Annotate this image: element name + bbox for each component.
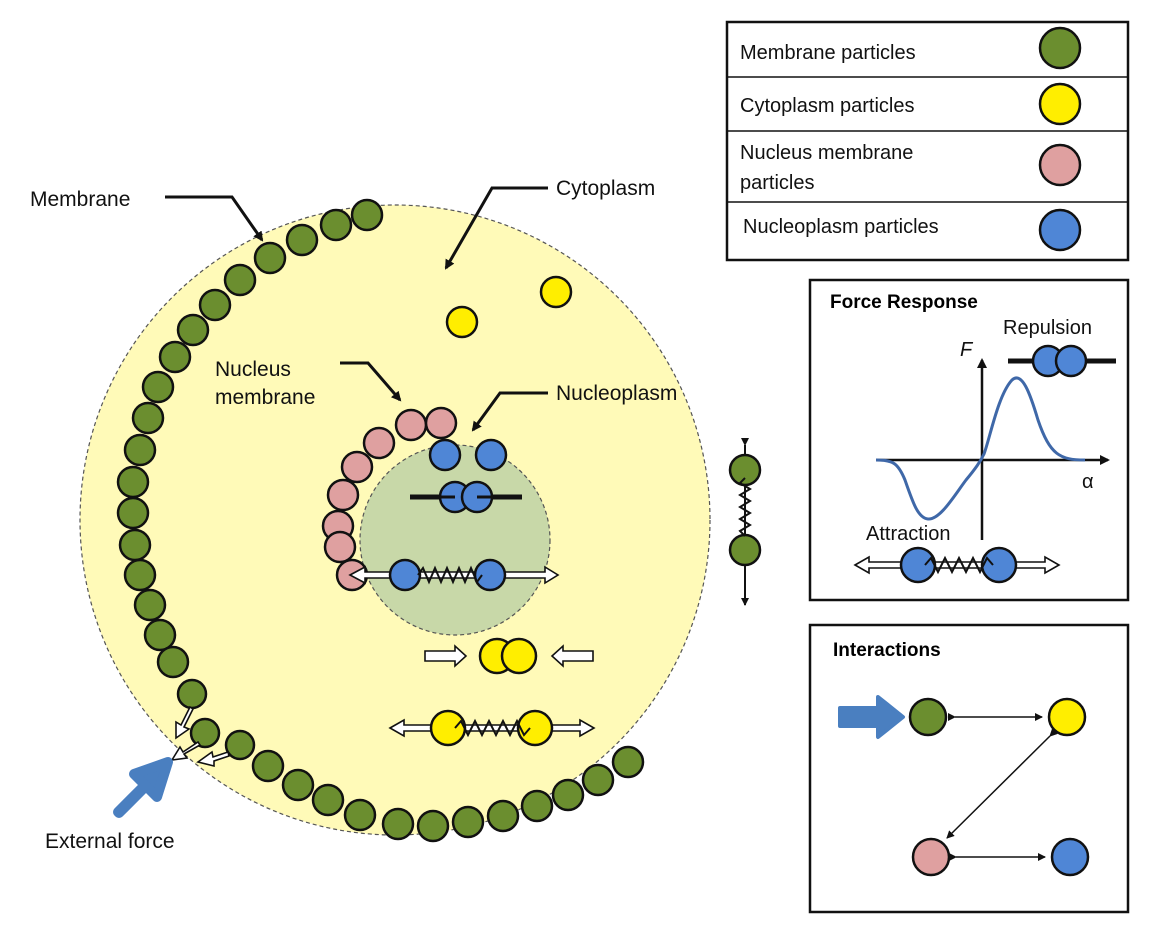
hollow-arrow-icon [175, 705, 195, 740]
input-force-arrow-icon [838, 695, 905, 739]
membrane-particle [131, 401, 165, 435]
cytoplasm-label: Cytoplasm [556, 177, 655, 200]
legend-item-nucleus-membrane-line2: particles [740, 172, 814, 194]
nucleoplasm-label: Nucleoplasm [556, 382, 677, 405]
membrane-particles [116, 198, 645, 843]
membrane-particle [123, 433, 157, 467]
membrane-particle [198, 288, 232, 322]
membrane-particle [156, 645, 190, 679]
membrane-spring-pair [728, 438, 762, 606]
membrane-particle-displaced [189, 717, 221, 749]
membrane-particle [486, 799, 520, 833]
membrane-particle-displaced [176, 678, 208, 710]
membrane-particle [285, 223, 319, 257]
membrane-particle [311, 783, 345, 817]
legend-swatch-nucleus-membrane [1038, 143, 1082, 187]
membrane-particle [581, 763, 615, 797]
membrane-particle [451, 805, 485, 839]
cytoplasm-spring-pair [388, 709, 596, 747]
nucleoplasm-pointer-arrow [471, 391, 548, 432]
membrane-particle [123, 558, 157, 592]
repulsion-pair-icon [1008, 344, 1116, 378]
x-axis-label: α [1082, 471, 1094, 493]
interaction-node-membrane [908, 697, 948, 737]
interaction-node-cytoplasm [1047, 697, 1087, 737]
nucleoplasm-repulsion-pair [410, 480, 522, 514]
membrane-particle-displaced [224, 729, 256, 761]
membrane-particle [143, 618, 177, 652]
cytoplasm-repulsion-pair [424, 637, 594, 675]
membrane-particle [381, 807, 415, 841]
attraction-pair-icon [853, 546, 1061, 584]
membrane-particle [223, 263, 257, 297]
interactions-title: Interactions [833, 640, 941, 661]
membrane-particle [350, 198, 384, 232]
membrane-particle [253, 241, 287, 275]
nucleus-membrane-pointer-arrow [340, 361, 402, 402]
cytoplasm-particle [445, 305, 479, 339]
membrane-particle [343, 798, 377, 832]
legend-item-nucleoplasm: Nucleoplasm particles [743, 216, 939, 238]
nucleus-membrane-particles [321, 406, 458, 564]
cytoplasm-pointer-arrow [444, 186, 548, 270]
repulsion-label: Repulsion [1003, 317, 1092, 339]
nucleus-body [359, 444, 551, 636]
membrane-particle [176, 313, 210, 347]
nucleoplasm-particle [474, 438, 508, 472]
legend-item-cytoplasm: Cytoplasm particles [740, 95, 915, 117]
membrane-pointer-arrow [165, 195, 264, 242]
hollow-arrow-icon [196, 750, 230, 768]
nucleus-spring-pair [335, 558, 560, 592]
hollow-arrow-icon [170, 740, 202, 762]
membrane-particle [116, 496, 150, 530]
membrane-particle [133, 588, 167, 622]
membrane-particle [416, 809, 450, 843]
legend: Membrane particles Cytoplasm particles N… [725, 20, 1130, 262]
legend-item-nucleus-membrane-line1: Nucleus membrane [740, 142, 913, 164]
cytoplasm-particle [539, 275, 573, 309]
legend-item-membrane: Membrane particles [740, 42, 916, 64]
interactions-panel: Interactions [808, 623, 1130, 914]
membrane-particle [158, 340, 192, 374]
external-force-label: External force [45, 830, 175, 853]
membrane-particle [116, 465, 150, 499]
displaced-membrane-particles [170, 678, 256, 768]
membrane-particle [141, 370, 175, 404]
membrane-particle [551, 778, 585, 812]
nucleus-membrane-label-line2: membrane [215, 386, 315, 409]
membrane-particle [319, 208, 353, 242]
membrane-particle [281, 768, 315, 802]
legend-swatch-membrane [1038, 26, 1082, 70]
attraction-label: Attraction [866, 523, 950, 545]
force-response-title: Force Response [830, 292, 978, 313]
interaction-node-nucleus-membrane [911, 837, 951, 877]
membrane-particle [611, 745, 645, 779]
membrane-particle [118, 528, 152, 562]
membrane-label: Membrane [30, 188, 130, 211]
legend-swatch-cytoplasm [1038, 82, 1082, 126]
membrane-particle [520, 789, 554, 823]
force-response-panel: Force Response F α Repulsion Attraction [808, 278, 1130, 602]
membrane-particle [251, 749, 285, 783]
y-axis-label: F [960, 339, 974, 361]
legend-swatch-nucleoplasm [1038, 208, 1082, 252]
interaction-edge [946, 728, 1058, 839]
interaction-node-nucleoplasm [1050, 837, 1090, 877]
force-curve [875, 376, 1086, 521]
nucleoplasm-particle [428, 438, 462, 472]
nucleus-membrane-label-line1: Nucleus [215, 358, 291, 381]
external-force-arrow-icon [113, 757, 173, 818]
